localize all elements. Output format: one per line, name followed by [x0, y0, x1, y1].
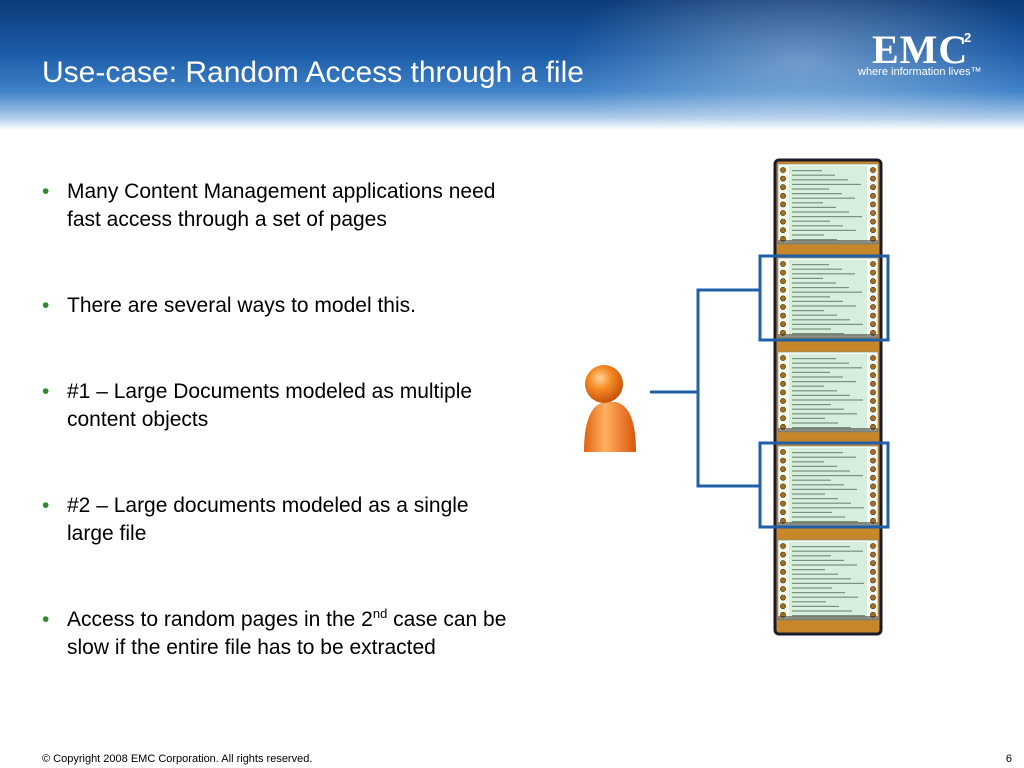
bullet-item: • #1 – Large Documents modeled as multip…	[42, 378, 512, 434]
bullet-list: • Many Content Management applications n…	[42, 178, 512, 662]
highlight-box	[758, 441, 890, 529]
bullet-text: Many Content Management applications nee…	[67, 180, 496, 231]
connector-lines	[650, 254, 890, 529]
highlight-box	[758, 254, 890, 342]
file-strip-icon	[773, 158, 883, 636]
bullet-dot: •	[42, 380, 50, 403]
logo-tagline: where information lives™	[858, 66, 982, 78]
bullet-item: • #2 – Large documents modeled as a sing…	[42, 492, 512, 548]
bullet-dot: •	[42, 180, 50, 203]
bullet-text: There are several ways to model this.	[67, 294, 416, 317]
page-number: 6	[1005, 753, 1012, 765]
bullet-text: #1 – Large Documents modeled as multiple…	[67, 380, 473, 431]
bullet-text: #2 – Large documents modeled as a single…	[67, 494, 469, 545]
logo-superscript: 2	[964, 30, 972, 45]
person-icon	[584, 365, 636, 452]
copyright-text: © Copyright 2008 EMC Corporation. All ri…	[42, 753, 313, 765]
slide-title: Use-case: Random Access through a file	[42, 56, 584, 89]
bullet-item: • Access to random pages in the 2nd case…	[42, 606, 512, 662]
slide-header: Use-case: Random Access through a file E…	[0, 0, 1024, 130]
header-glow	[560, 0, 1024, 130]
logo-text: EMC	[872, 27, 969, 72]
bullet-dot: •	[42, 494, 50, 517]
bullet-item: • There are several ways to model this.	[42, 292, 512, 320]
bullet-text: Access to random pages in the 2nd case c…	[67, 606, 507, 659]
bullet-item: • Many Content Management applications n…	[42, 178, 512, 234]
emc-logo: EMC 2 where information lives™	[858, 28, 988, 82]
bullet-dot: •	[42, 294, 50, 317]
ordinal-superscript: nd	[372, 606, 388, 621]
bullet-dot: •	[42, 608, 50, 631]
